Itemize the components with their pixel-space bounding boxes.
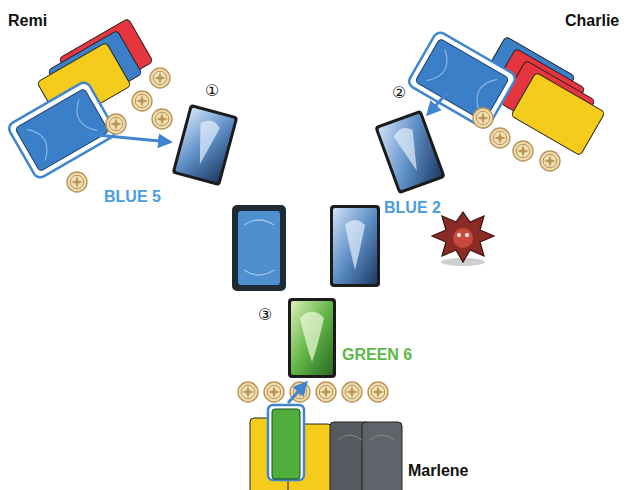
remi-hand xyxy=(7,18,153,179)
remi-coins xyxy=(67,68,172,192)
draw-deck xyxy=(232,205,286,291)
charlie-hand xyxy=(407,30,605,155)
card-value: BLUE 2 xyxy=(384,199,441,217)
played-card xyxy=(288,298,336,378)
player-name: Marlene xyxy=(408,462,468,480)
marlene-coins xyxy=(238,382,388,402)
callout-number: ① xyxy=(205,82,219,100)
charlie-coins xyxy=(473,108,560,171)
discard-card xyxy=(330,205,380,287)
played-card xyxy=(374,110,446,195)
pawn-figure xyxy=(432,212,494,266)
card-value: BLUE 5 xyxy=(104,188,161,206)
card-value: GREEN 6 xyxy=(342,346,412,364)
player-name: Charlie xyxy=(565,12,619,30)
player-name: Remi xyxy=(8,12,47,30)
callout-number: ③ xyxy=(258,306,272,324)
played-card xyxy=(172,104,239,186)
callout-number: ② xyxy=(392,84,406,102)
marlene-hand xyxy=(250,405,402,490)
